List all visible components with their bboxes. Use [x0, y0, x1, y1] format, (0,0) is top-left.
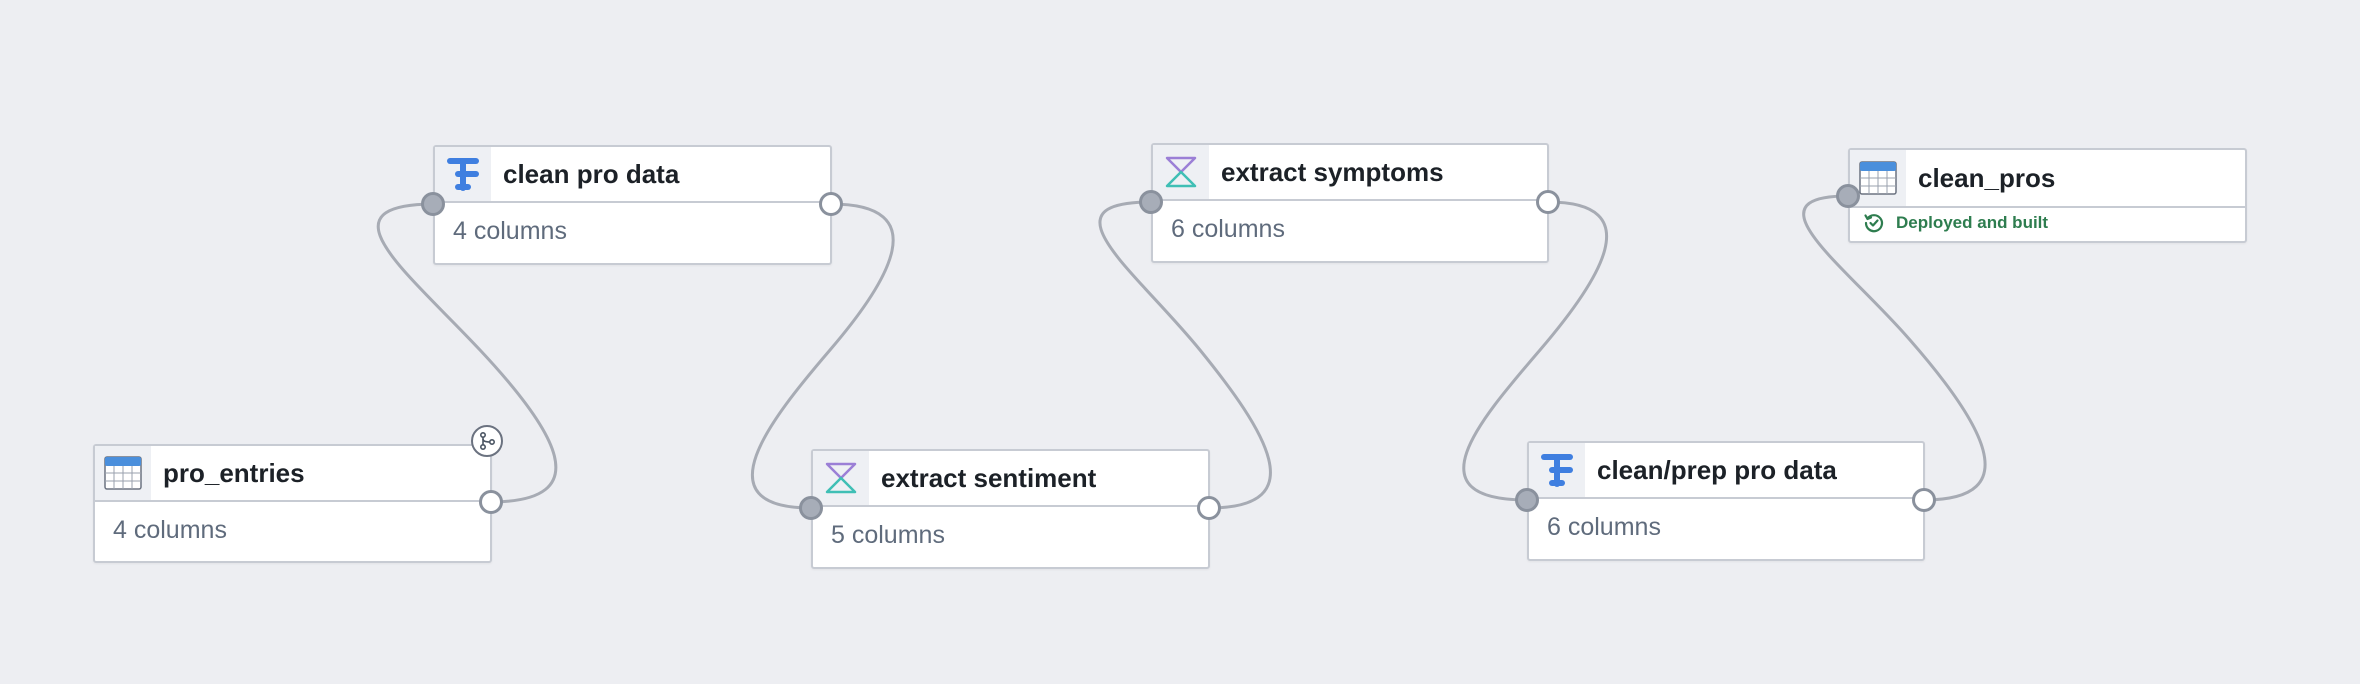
node-column-count: 5 columns: [831, 520, 945, 549]
output-port-extract-sentiment[interactable]: [1197, 496, 1221, 520]
input-port-clean-pros[interactable]: [1836, 184, 1860, 208]
node-extract-sentiment[interactable]: extract sentiment 5 columns: [811, 449, 1210, 569]
node-column-count: 6 columns: [1171, 214, 1285, 243]
input-port-extract-symptoms[interactable]: [1139, 190, 1163, 214]
node-clean-prep-pro-data[interactable]: clean/prep pro data 6 columns: [1527, 441, 1925, 561]
node-pro-entries[interactable]: pro_entries 4 columns: [93, 444, 492, 563]
node-title: pro_entries: [163, 457, 305, 488]
node-title: clean pro data: [503, 158, 680, 189]
edge-clean-prep-pro-data-to-clean-pros[interactable]: [1802, 194, 1987, 502]
branch-badge[interactable]: [471, 425, 503, 457]
node-column-count: 6 columns: [1547, 512, 1661, 541]
node-title: clean_pros: [1918, 162, 2056, 193]
deploy-status: Deployed and built: [1850, 208, 2245, 238]
input-port-extract-sentiment[interactable]: [799, 496, 823, 520]
llm-icon: [1153, 145, 1209, 199]
node-title: extract symptoms: [1221, 156, 1444, 187]
node-header: pro_entries: [95, 446, 490, 502]
node-clean-pro-data[interactable]: clean pro data 4 columns: [433, 145, 832, 265]
llm-icon: [813, 451, 869, 505]
input-port-clean-pro-data[interactable]: [421, 192, 445, 216]
table-icon: [1850, 150, 1906, 206]
node-title: clean/prep pro data: [1597, 454, 1837, 485]
output-port-clean-prep-pro-data[interactable]: [1912, 488, 1936, 512]
branch-icon: [479, 431, 496, 451]
node-header: extract symptoms: [1153, 145, 1547, 201]
output-port-pro-entries[interactable]: [479, 490, 503, 514]
transform-icon: [1529, 443, 1585, 497]
edge-extract-sentiment-to-extract-symptoms[interactable]: [1098, 200, 1272, 510]
output-port-clean-pro-data[interactable]: [819, 192, 843, 216]
output-port-extract-symptoms[interactable]: [1536, 190, 1560, 214]
edge-pro-entries-to-clean-pro-data[interactable]: [376, 202, 558, 504]
node-column-count: 4 columns: [113, 515, 227, 544]
node-header: clean/prep pro data: [1529, 443, 1923, 499]
node-header: extract sentiment: [813, 451, 1208, 507]
edge-extract-symptoms-to-clean-prep-pro-data[interactable]: [1462, 200, 1609, 502]
node-header: clean pro data: [435, 147, 830, 203]
node-header: clean_pros: [1850, 150, 2245, 208]
node-title: extract sentiment: [881, 462, 1097, 493]
node-extract-symptoms[interactable]: extract symptoms 6 columns: [1151, 143, 1549, 263]
transform-icon: [435, 147, 491, 201]
check-cycle-icon: [1862, 211, 1886, 235]
node-column-count: 4 columns: [453, 216, 567, 245]
edge-clean-pro-data-to-extract-sentiment[interactable]: [750, 202, 895, 510]
table-icon: [95, 446, 151, 500]
input-port-clean-prep-pro-data[interactable]: [1515, 488, 1539, 512]
node-clean-pros[interactable]: clean_pros Deployed and built: [1848, 148, 2247, 243]
deploy-status-text: Deployed and built: [1896, 213, 2049, 232]
